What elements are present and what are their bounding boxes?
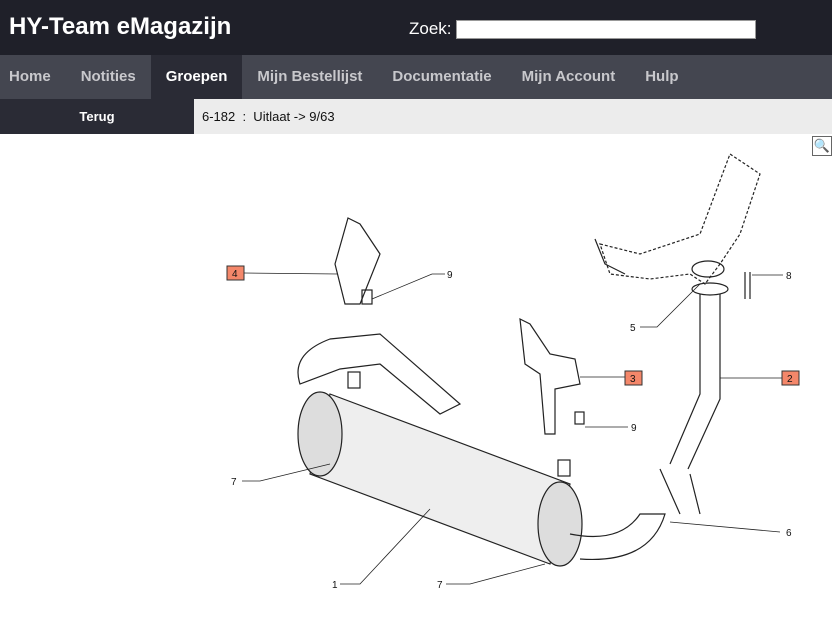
nav-hulp[interactable]: Hulp: [645, 68, 679, 85]
nav-account[interactable]: Mijn Account: [521, 68, 616, 85]
nav-notities[interactable]: Notities: [80, 68, 136, 85]
app-title: HY-Team eMagazijn: [9, 13, 232, 40]
callout-label[interactable]: 3: [630, 374, 636, 385]
callout-label[interactable]: 9: [447, 270, 453, 281]
nav-documentatie[interactable]: Documentatie: [392, 68, 492, 85]
bolt-8: [744, 272, 751, 299]
app-header: HY-Team eMagazijn Zoek:: [0, 0, 832, 55]
callout-3[interactable]: [624, 370, 643, 386]
nav-bestellijst[interactable]: Mijn Bestellijst: [257, 68, 363, 85]
clip-9: [361, 289, 373, 305]
callout-2[interactable]: [781, 370, 800, 386]
clip-9b: [574, 411, 585, 425]
search-label: Zoek:: [409, 19, 452, 38]
downpipe: [659, 282, 729, 515]
callout-label[interactable]: 6: [786, 528, 792, 539]
search-input[interactable]: [456, 20, 756, 39]
bracket-3: [519, 317, 581, 435]
breadcrumb: 6-182 : Uitlaat -> 9/63: [202, 109, 335, 124]
bracket-4: [334, 217, 381, 305]
muffler: [297, 333, 666, 567]
nav-home[interactable]: Home: [9, 68, 51, 85]
callout-label[interactable]: 8: [786, 271, 792, 282]
main-nav: Home Notities Groepen Mijn Bestellijst D…: [0, 55, 832, 99]
exploded-parts-diagram: 4 9 8 5 3 2 9 7 6 1 7: [226, 153, 800, 591]
exhaust-manifold: [594, 153, 761, 285]
back-button[interactable]: Terug: [0, 99, 194, 134]
callout-4[interactable]: [226, 265, 245, 281]
sub-bar: Terug 6-182 : Uitlaat -> 9/63: [0, 99, 832, 134]
nav-groepen[interactable]: Groepen: [150, 55, 243, 99]
callout-label[interactable]: 4: [232, 269, 238, 280]
callout-label[interactable]: 2: [787, 374, 793, 385]
callout-label[interactable]: 7: [231, 477, 237, 488]
callout-label[interactable]: 7: [437, 580, 443, 591]
callout-label[interactable]: 9: [631, 423, 637, 434]
callout-label[interactable]: 1: [332, 580, 338, 591]
callout-label[interactable]: 5: [630, 323, 636, 334]
